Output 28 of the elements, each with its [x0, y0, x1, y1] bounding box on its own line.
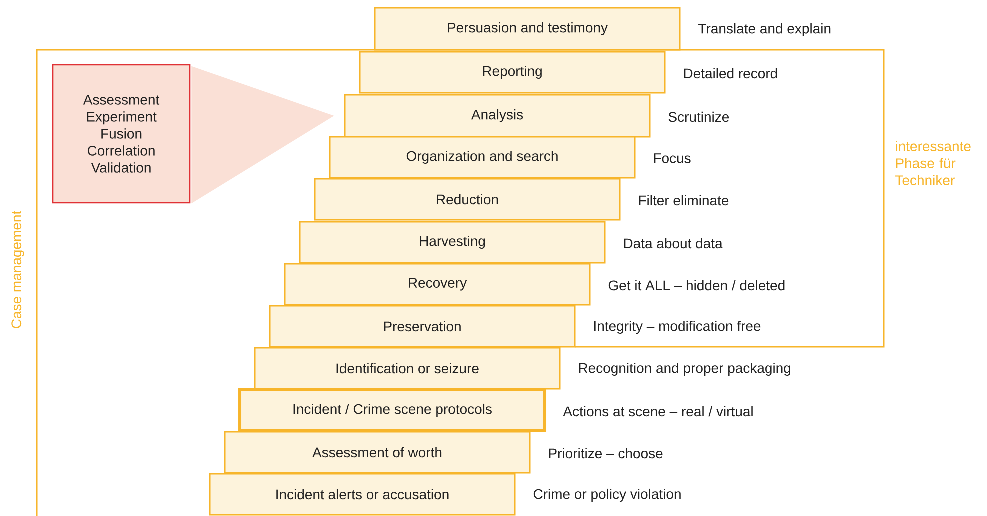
process-step-box: Persuasion and testimony [374, 7, 681, 51]
step-description: Translate and explain [698, 23, 831, 37]
step-description: Detailed record [684, 68, 778, 79]
step-description: Filter eliminate [639, 195, 729, 206]
callout-wedge [192, 66, 334, 204]
step-description: Get it ALL – hidden / deleted [608, 280, 785, 291]
process-step-box: Organization and search [329, 136, 636, 179]
process-step-box: Preservation [269, 305, 576, 348]
process-step-box: Assessment of worth [224, 431, 531, 474]
process-step-box: Recovery [284, 263, 591, 306]
step-description: Recognition and proper packaging [579, 362, 790, 376]
process-step-box: Analysis [344, 94, 651, 138]
process-step-box: Reporting [359, 51, 666, 94]
step-description: Data about data [624, 238, 723, 249]
step-description: Integrity – modification free [594, 320, 761, 334]
step-description: Prioritize – choose [549, 448, 663, 459]
step-description: Crime or policy violation [534, 488, 681, 502]
side-label: Case management [12, 210, 24, 328]
process-step-box: Incident / Crime scene protocols [238, 388, 546, 432]
process-step-box: Reduction [314, 178, 621, 221]
process-step-box: Identification or seizure [254, 347, 561, 390]
callout-box: Assessment Experiment Fusion Correlation Validation [52, 64, 191, 204]
process-step-box: Incident alerts or accusation [209, 473, 516, 516]
process-step-box: Harvesting [299, 221, 606, 264]
side-label: interessante Phase für Techniker [896, 141, 971, 186]
step-description: Actions at scene – real / virtual [563, 406, 753, 417]
step-description: Scrutinize [668, 112, 730, 122]
step-description: Focus [654, 154, 691, 164]
